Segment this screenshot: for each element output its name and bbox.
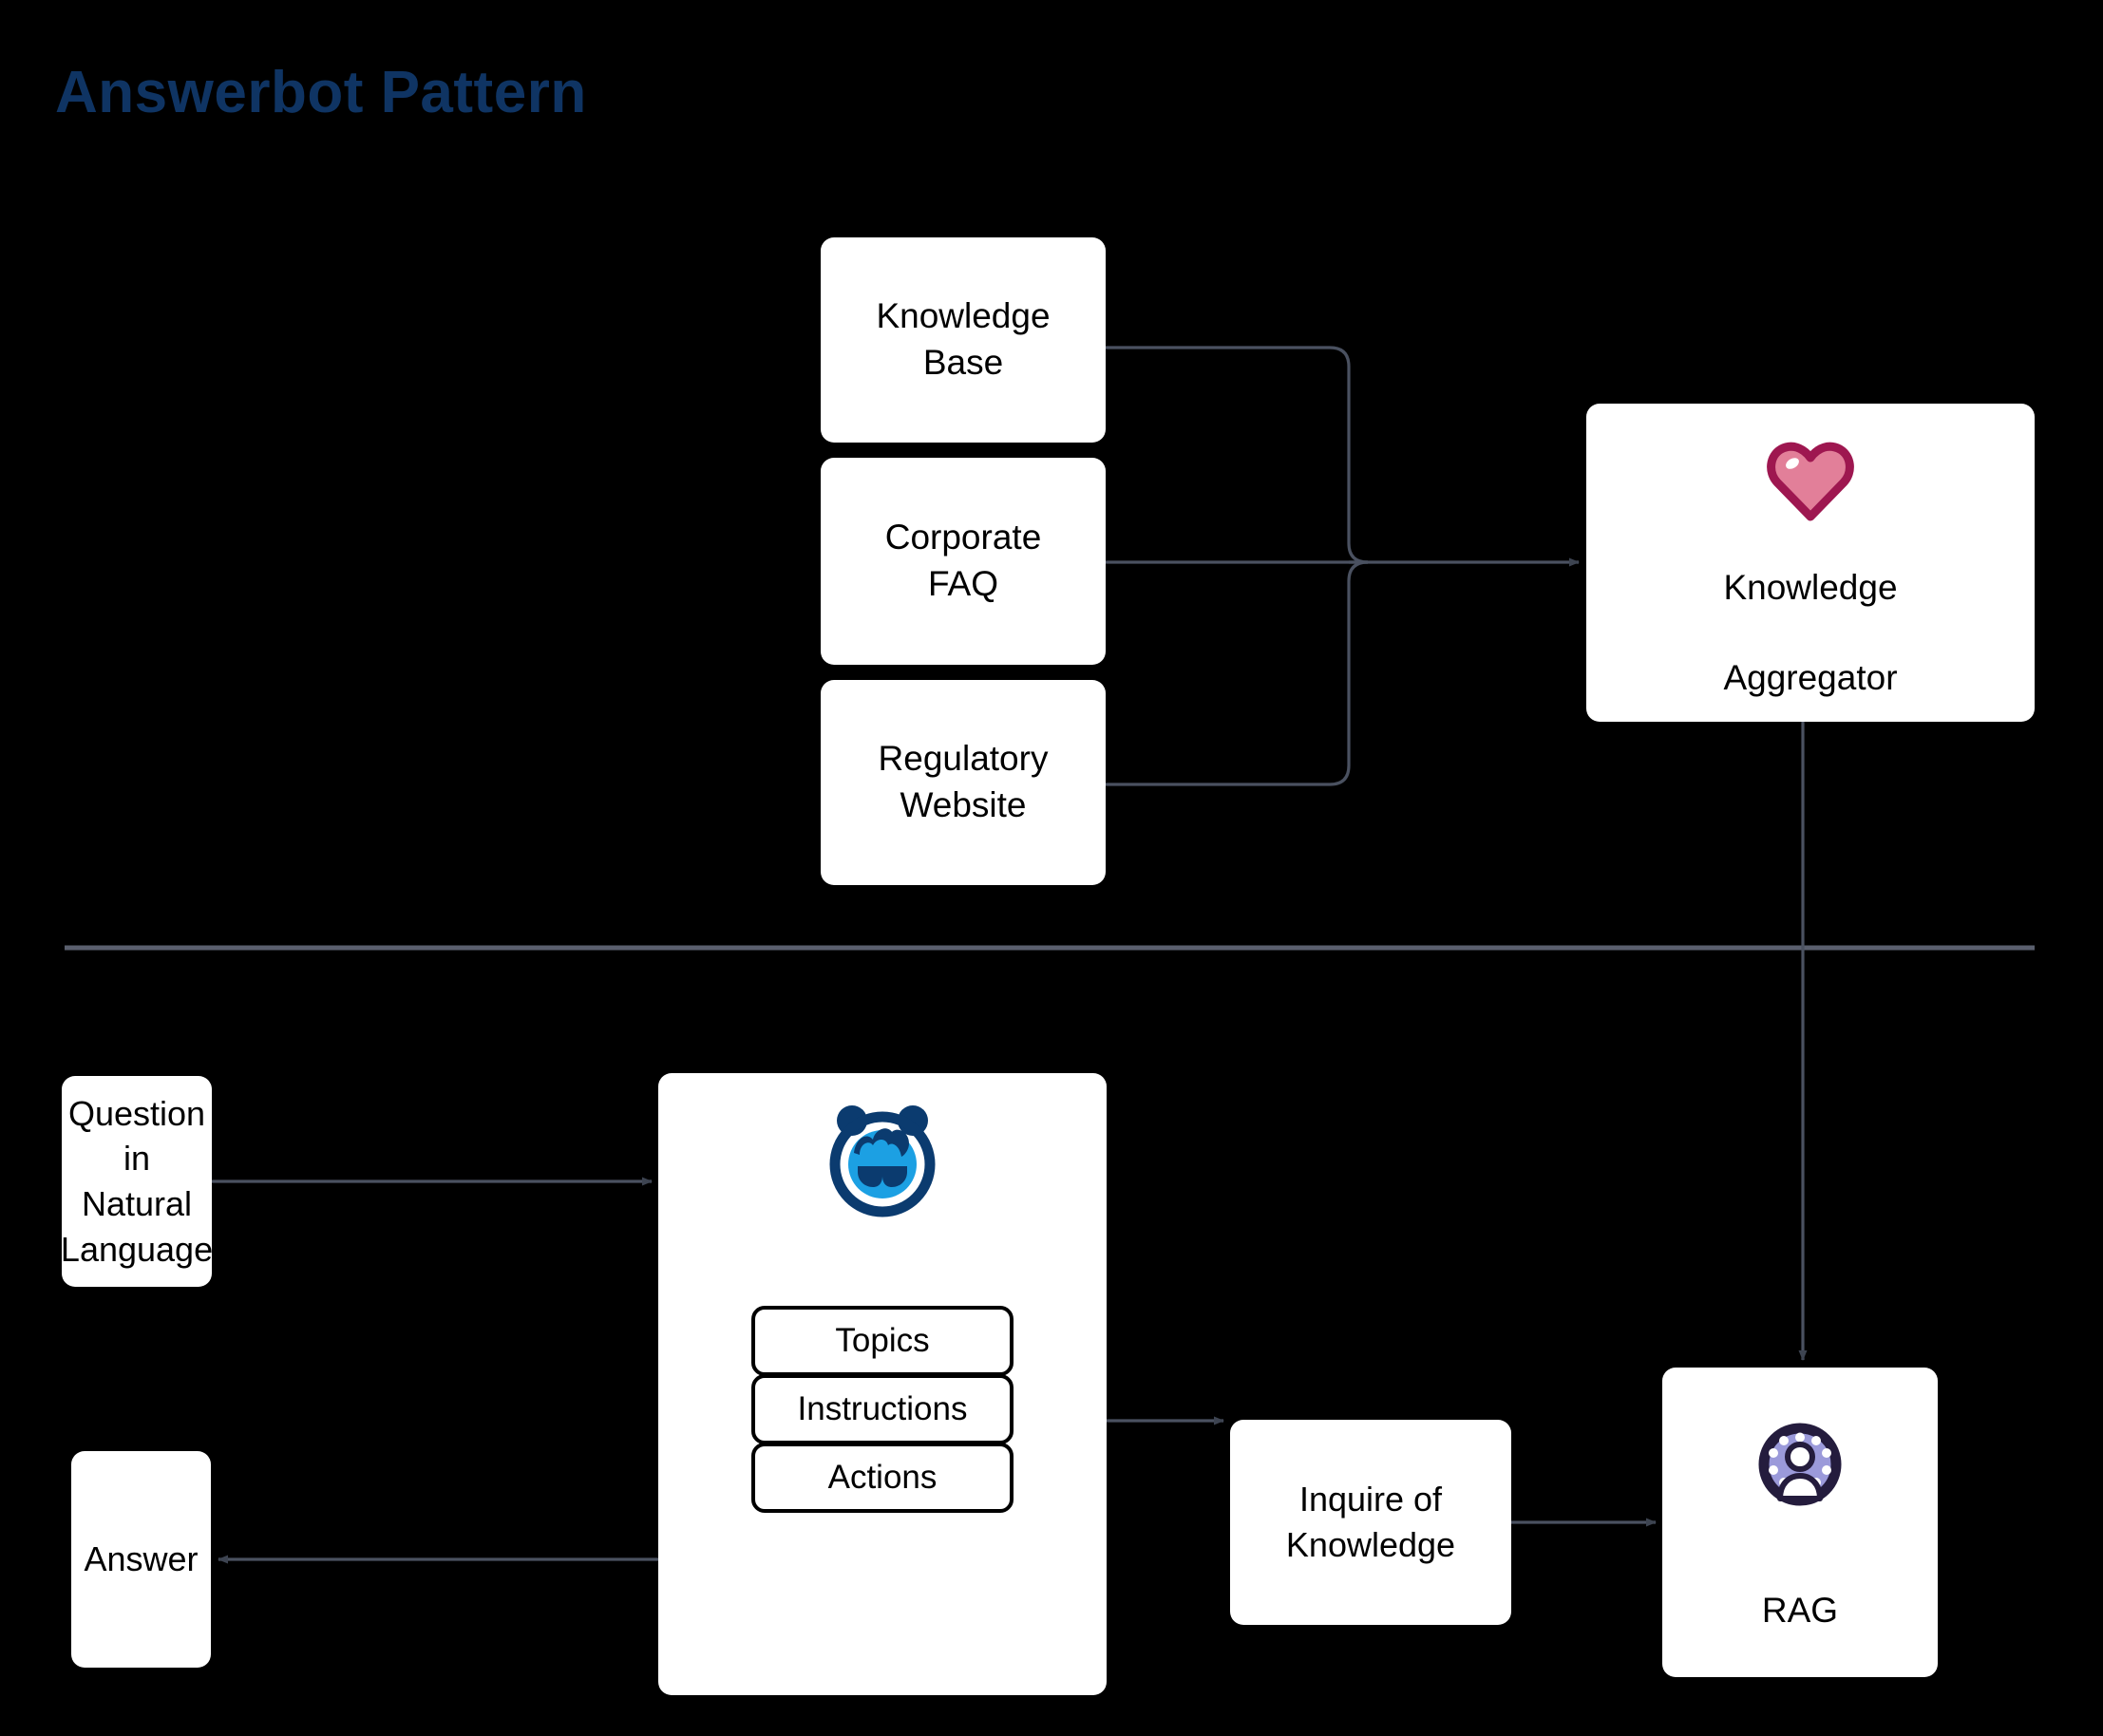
- node-answer[interactable]: Answer: [71, 1451, 211, 1668]
- node-knowledge-base[interactable]: Knowledge Base: [821, 237, 1106, 443]
- inquire-line1: Inquire of: [1298, 1480, 1443, 1519]
- question-line2: Natural: [81, 1184, 193, 1223]
- aggregator-line1: Knowledge: [1723, 568, 1898, 607]
- regulatory-website-line2: Website: [900, 785, 1027, 824]
- node-regulatory-website[interactable]: Regulatory Website: [821, 680, 1106, 885]
- regulatory-website-line1: Regulatory: [878, 739, 1049, 779]
- knowledge-base-line1: Knowledge: [876, 296, 1051, 336]
- question-line1: Question in: [67, 1093, 206, 1179]
- agent-stack-item-actions[interactable]: Actions: [751, 1443, 1014, 1513]
- agent-config-stack: Topics Instructions Actions: [751, 1306, 1014, 1513]
- aggregator-line2: Aggregator: [1723, 657, 1898, 697]
- heart-icon: [1767, 440, 1854, 521]
- node-inquire-of-knowledge[interactable]: Inquire of Knowledge: [1230, 1420, 1511, 1625]
- question-line3: Language: [60, 1229, 214, 1269]
- inquire-line2: Knowledge: [1285, 1525, 1456, 1564]
- node-corporate-faq[interactable]: Corporate FAQ: [821, 458, 1106, 665]
- corporate-faq-line2: FAQ: [927, 564, 999, 603]
- node-question-in-natural-language[interactable]: Question in Natural Language: [60, 1076, 214, 1287]
- agent-stack-item-topics[interactable]: Topics: [751, 1306, 1014, 1376]
- node-rag[interactable]: RAG: [1662, 1368, 1938, 1677]
- answer-label: Answer: [84, 1539, 199, 1579]
- agent-stack-topics-label: Topics: [835, 1322, 930, 1359]
- answerbot-face-icon: [820, 1100, 945, 1219]
- agent-stack-actions-label: Actions: [827, 1459, 938, 1496]
- node-answerbot-agent[interactable]: Topics Instructions Actions: [658, 1073, 1107, 1695]
- rag-label: RAG: [1761, 1591, 1839, 1630]
- agent-stack-instructions-label: Instructions: [797, 1390, 968, 1427]
- rag-user-circle-icon: [1758, 1423, 1842, 1506]
- node-knowledge-aggregator[interactable]: Knowledge Aggregator: [1586, 404, 2035, 722]
- knowledge-base-line2: Base: [922, 343, 1004, 382]
- page-title: Answerbot Pattern: [55, 60, 587, 125]
- wire-reg-to-aggregator: [1106, 560, 1369, 786]
- wire-kb-to-aggregator: [1106, 346, 1369, 564]
- agent-stack-item-instructions[interactable]: Instructions: [751, 1374, 1014, 1444]
- corporate-faq-line1: Corporate: [884, 518, 1042, 557]
